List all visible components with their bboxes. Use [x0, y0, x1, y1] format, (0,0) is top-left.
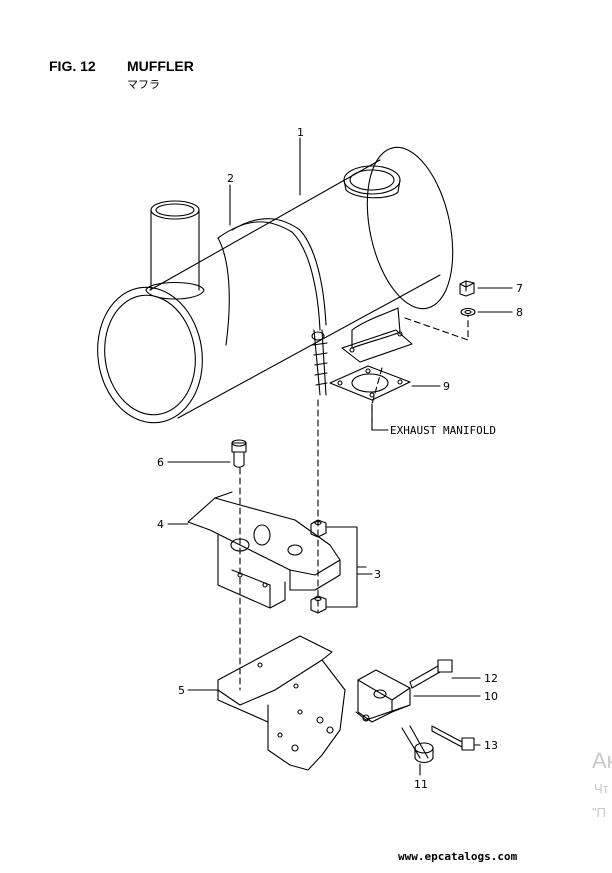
- callout-2: 2: [227, 172, 234, 185]
- callout-11: 11: [414, 778, 428, 791]
- callout-5: 5: [178, 684, 185, 697]
- figure-title: MUFFLER: [127, 58, 194, 74]
- gasket: [329, 365, 411, 401]
- callout-12: 12: [484, 672, 498, 685]
- callout-1: 1: [297, 126, 304, 139]
- callout-10: 10: [484, 690, 498, 703]
- bracket-5: [217, 635, 346, 771]
- callout-8: 8: [516, 306, 523, 319]
- bolt-6: [231, 439, 247, 468]
- leader-lines: [167, 137, 513, 776]
- nut-3: [310, 519, 327, 614]
- bracket-10: [355, 669, 411, 723]
- callout-4: 4: [157, 518, 164, 531]
- muffler-body: [97, 146, 454, 424]
- bracket-4: [187, 491, 341, 609]
- figure-number: FIG. 12: [49, 58, 96, 74]
- figure-subtitle: マフラ: [127, 79, 160, 91]
- assembly-lines: [239, 314, 469, 691]
- footer-url: www.epcatalogs.com: [398, 850, 518, 863]
- exhaust-manifold-label: EXHAUST MANIFOLD: [390, 424, 496, 437]
- watermark-line-3: "П: [592, 805, 606, 820]
- watermark-line-1: Ак: [592, 748, 612, 773]
- callout-13: 13: [484, 739, 498, 752]
- callout-3: 3: [374, 568, 381, 581]
- callout-9: 9: [443, 380, 450, 393]
- callout-6: 6: [157, 456, 164, 469]
- bolt-11: [401, 725, 434, 764]
- bolt-12: [409, 659, 453, 689]
- callout-7: 7: [516, 282, 523, 295]
- nut-and-washer: [459, 280, 476, 317]
- watermark-line-2: Чт: [594, 781, 609, 796]
- bolt-13: [431, 725, 475, 751]
